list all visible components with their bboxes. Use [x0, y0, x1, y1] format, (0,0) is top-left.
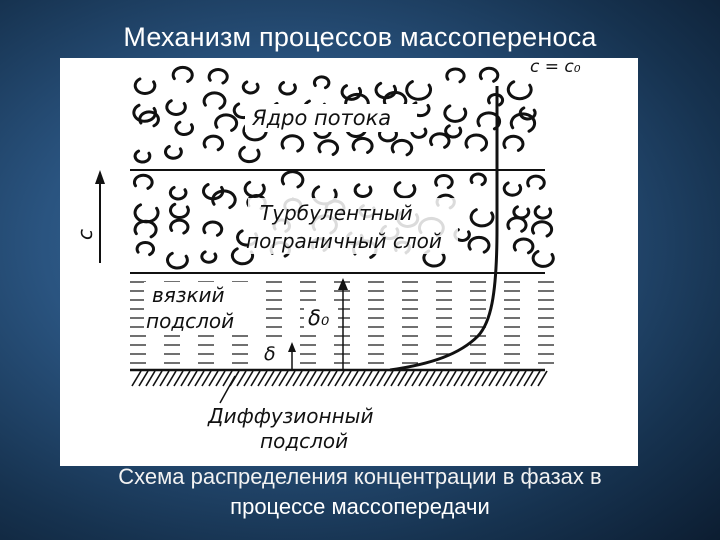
- viscous-sublayer-label-2: подслой: [146, 309, 234, 333]
- delta0-label: δ₀: [308, 306, 330, 330]
- side-axis-arrowhead: [95, 170, 105, 184]
- delta0-arrowhead: [338, 278, 348, 290]
- diffusion-layer-label-2: подслой: [260, 429, 348, 453]
- flow-core-label: Ядро потока: [251, 106, 391, 130]
- slide-caption: Схема распределения концентрации в фазах…: [0, 462, 720, 522]
- delta-arrowhead: [288, 342, 296, 352]
- boundary-layer-diagram: c = c₀ Ядро потока Турбулентный погранич…: [73, 58, 581, 453]
- wall-hatching: [131, 370, 548, 387]
- slide-title: Механизм процессов массопереноса: [123, 22, 597, 52]
- concentration-profile-curve: [389, 86, 499, 372]
- delta-label: δ: [264, 343, 276, 365]
- top-concentration-label: c = c₀: [530, 58, 581, 77]
- diffusion-layer-label-1: Диффузионный: [207, 404, 373, 428]
- diagram-figure: c = c₀ Ядро потока Турбулентный погранич…: [60, 58, 638, 466]
- viscous-sublayer-label-1: вязкий: [152, 283, 225, 307]
- caption-line-2: процессе массопередачи: [230, 494, 490, 519]
- turbulent-layer-label-1: Турбулентный: [260, 201, 413, 225]
- turbulent-layer-label-2: пограничный слой: [246, 229, 442, 253]
- caption-line-1: Схема распределения концентрации в фазах…: [118, 464, 602, 489]
- diffusion-leader-line: [219, 375, 236, 404]
- side-axis-label: c: [73, 229, 97, 240]
